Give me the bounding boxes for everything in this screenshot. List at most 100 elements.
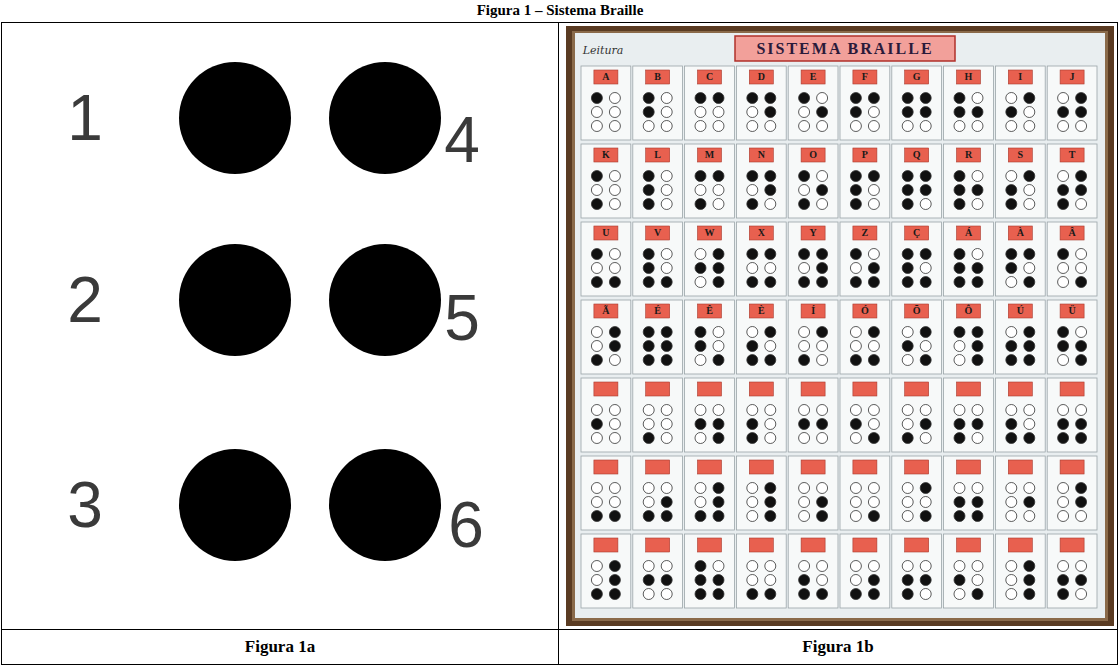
cell-card bbox=[995, 222, 1045, 296]
chart-dot bbox=[747, 171, 758, 182]
chart-dot bbox=[591, 93, 602, 104]
chart-dot bbox=[817, 589, 828, 600]
braille-dot bbox=[329, 62, 441, 174]
letter-tag bbox=[905, 148, 929, 162]
cell-card bbox=[581, 300, 631, 374]
cell-card bbox=[685, 300, 735, 374]
braille-letter: D bbox=[758, 72, 765, 82]
cell-card bbox=[581, 456, 631, 530]
cell-card bbox=[995, 534, 1045, 608]
chart-dot bbox=[591, 433, 602, 444]
letter-tag bbox=[749, 460, 773, 474]
cell-card bbox=[892, 66, 942, 140]
poster-title: SISTEMA BRAILLE bbox=[756, 41, 933, 57]
chart-dot bbox=[643, 405, 654, 416]
chart-dot bbox=[868, 185, 879, 196]
chart-dot bbox=[1076, 249, 1087, 260]
chart-dot bbox=[713, 171, 724, 182]
braille-cell bbox=[1047, 378, 1097, 452]
caption-cell: Figura 1b bbox=[558, 629, 1118, 665]
letter-tag bbox=[1008, 226, 1032, 240]
chart-dot bbox=[1006, 511, 1017, 522]
cell-card bbox=[736, 456, 786, 530]
cell-card bbox=[944, 378, 994, 452]
chart-dot bbox=[972, 589, 983, 600]
braille-cell bbox=[736, 144, 786, 218]
chart-dot bbox=[591, 419, 602, 430]
dot-number: 2 bbox=[67, 268, 103, 332]
letter-tag bbox=[801, 226, 825, 240]
chart-dot bbox=[591, 327, 602, 338]
chart-dot bbox=[609, 405, 620, 416]
chart-dot bbox=[661, 483, 672, 494]
chart-dot bbox=[1058, 277, 1069, 288]
braille-letter: Â bbox=[1068, 228, 1075, 238]
cell-card bbox=[892, 456, 942, 530]
braille-cell bbox=[736, 300, 786, 374]
braille-cell bbox=[892, 378, 942, 452]
chart-dot bbox=[1058, 263, 1069, 274]
braille-cell bbox=[581, 144, 631, 218]
chart-dot bbox=[695, 263, 706, 274]
braille-letter: F bbox=[862, 72, 868, 82]
letter-tag bbox=[698, 460, 722, 474]
letter-tag bbox=[594, 382, 618, 396]
braille-letter: À bbox=[1017, 228, 1024, 238]
letter-tag bbox=[1060, 226, 1084, 240]
letter-tag bbox=[1060, 382, 1084, 396]
braille-cell bbox=[581, 456, 631, 530]
braille-cell bbox=[788, 456, 838, 530]
letter-tag bbox=[1008, 304, 1032, 318]
braille-cell bbox=[840, 222, 890, 296]
chart-dot bbox=[920, 185, 931, 196]
chart-dot bbox=[817, 497, 828, 508]
letter-tag bbox=[594, 538, 618, 552]
letter-tag bbox=[698, 538, 722, 552]
chart-dot bbox=[920, 497, 931, 508]
chart-dot bbox=[868, 405, 879, 416]
chart-dot bbox=[817, 511, 828, 522]
chart-dot bbox=[643, 93, 654, 104]
chart-dot bbox=[850, 561, 861, 572]
chart-dot bbox=[972, 263, 983, 274]
letter-tag bbox=[801, 538, 825, 552]
cell-card bbox=[892, 534, 942, 608]
braille-cell bbox=[633, 456, 683, 530]
chart-dot bbox=[661, 199, 672, 210]
chart-dot bbox=[713, 121, 724, 132]
chart-dot bbox=[902, 511, 913, 522]
chart-dot bbox=[1076, 277, 1087, 288]
chart-dot bbox=[868, 433, 879, 444]
chart-dot bbox=[954, 355, 965, 366]
chart-dot bbox=[1058, 497, 1069, 508]
chart-dot bbox=[799, 561, 810, 572]
braille-cell bbox=[1047, 300, 1097, 374]
chart-dot bbox=[954, 199, 965, 210]
chart-dot bbox=[868, 199, 879, 210]
braille-cell bbox=[995, 534, 1045, 608]
chart-dot bbox=[972, 327, 983, 338]
cell-card bbox=[633, 534, 683, 608]
chart-dot bbox=[1024, 93, 1035, 104]
chart-dot bbox=[661, 433, 672, 444]
cell-card bbox=[736, 66, 786, 140]
chart-dot bbox=[1076, 561, 1087, 572]
chart-dot bbox=[799, 355, 810, 366]
chart-dot bbox=[972, 185, 983, 196]
cell-card bbox=[736, 144, 786, 218]
chart-dot bbox=[661, 107, 672, 118]
chart-dot bbox=[661, 93, 672, 104]
chart-dot bbox=[747, 199, 758, 210]
chart-dot bbox=[1006, 199, 1017, 210]
braille-letter: Á bbox=[965, 228, 972, 238]
chart-dot bbox=[713, 511, 724, 522]
chart-dot bbox=[799, 327, 810, 338]
chart-dot bbox=[765, 511, 776, 522]
chart-dot bbox=[591, 511, 602, 522]
cell-card bbox=[581, 534, 631, 608]
braille-cell bbox=[633, 222, 683, 296]
chart-dot bbox=[920, 419, 931, 430]
chart-dot bbox=[643, 419, 654, 430]
braille-chart bbox=[581, 66, 1097, 608]
chart-dot bbox=[661, 575, 672, 586]
